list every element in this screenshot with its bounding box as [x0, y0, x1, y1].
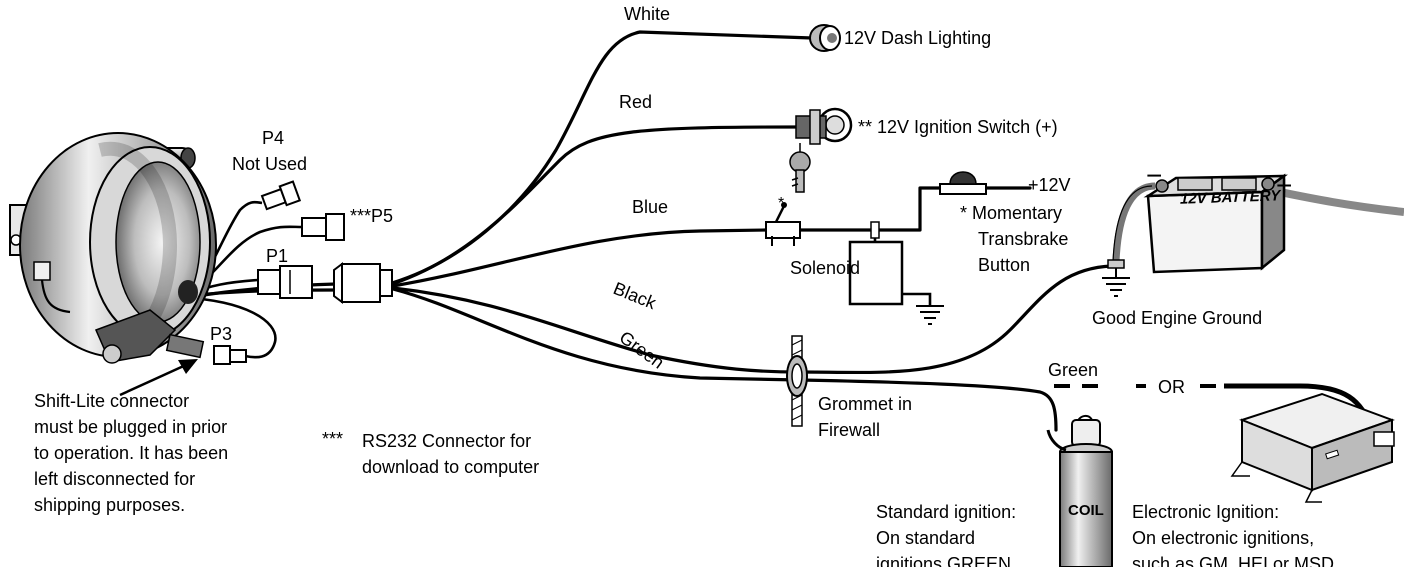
svg-text:download to computer: download to computer	[362, 457, 539, 477]
shift-lite-cable	[33, 261, 51, 281]
ignition-switch-label: ** 12V Ignition Switch (+)	[858, 117, 1058, 137]
svg-text:ignitions GREEN: ignitions GREEN	[876, 554, 1011, 567]
svg-text:Electronic Ignition:: Electronic Ignition:	[1132, 502, 1279, 522]
grommet-label-1: Grommet in	[818, 394, 912, 414]
svg-text:left disconnected for: left disconnected for	[34, 469, 195, 489]
black-wire-label: Black	[611, 278, 660, 313]
p3-connector	[213, 345, 247, 365]
or-label: OR	[1158, 377, 1185, 397]
black-wire	[391, 264, 1114, 375]
battery-minus-label: −	[1146, 160, 1162, 191]
ignition-coil	[1046, 414, 1113, 567]
solenoid-label: Solenoid	[790, 258, 860, 278]
green-wire-label: Green	[616, 327, 668, 373]
switch-star-label: *	[778, 195, 784, 212]
battery-label: 12V BATTERY	[1180, 187, 1282, 208]
plus-12v-label: +12V	[1028, 175, 1071, 195]
momentary-label-3: Button	[978, 255, 1030, 275]
electronic-ignition-note: Electronic Ignition: On electronic ignit…	[1132, 502, 1339, 567]
p5-connector	[301, 213, 345, 241]
battery	[1143, 173, 1288, 274]
blue-wire-label: Blue	[632, 197, 668, 217]
firewall-grommet	[786, 335, 808, 427]
ignition-switch	[789, 107, 853, 193]
standard-ignition-note: Standard ignition: On standard ignitions…	[876, 502, 1016, 567]
shift-lite-lead	[40, 279, 71, 314]
momentary-button	[939, 171, 987, 195]
solenoid-box	[848, 221, 904, 306]
p3-label: P3	[210, 324, 232, 344]
svg-text:to operation. It has been: to operation. It has been	[34, 443, 228, 463]
green-coil-label: Green	[1048, 360, 1098, 380]
red-wire-label: Red	[619, 92, 652, 112]
shift-lite-arrow	[119, 359, 198, 397]
p5-label: ***P5	[350, 206, 393, 226]
harness-connector	[333, 262, 393, 304]
momentary-label-1: * Momentary	[960, 203, 1062, 223]
electronic-ignition-box	[1230, 392, 1395, 503]
labels: White Red Blue Black Green 12V Dash Ligh…	[34, 4, 1339, 567]
battery-ground-cable-edge	[1112, 185, 1153, 263]
ignition-key	[789, 143, 811, 193]
gauge-rear-plug	[178, 280, 198, 304]
battery-ground-cable	[1112, 182, 1156, 263]
battery-plus-label: +	[1276, 170, 1292, 201]
p4-label-2: Not Used	[232, 154, 307, 174]
svg-text:Standard ignition:: Standard ignition:	[876, 502, 1016, 522]
tachometer-gauge	[9, 132, 217, 364]
dash-light-bulb	[809, 24, 841, 52]
p4-label-1: P4	[262, 128, 284, 148]
grommet-label-2: Firewall	[818, 420, 880, 440]
engine-ground-label: Good Engine Ground	[1092, 308, 1262, 328]
white-wire-label: White	[624, 4, 670, 24]
p1-label: P1	[266, 246, 288, 266]
svg-text:RS232 Connector for: RS232 Connector for	[362, 431, 531, 451]
blue-wire	[391, 228, 768, 288]
transbrake-switch	[765, 202, 801, 246]
svg-text:***: ***	[322, 429, 343, 449]
svg-text:On electronic ignitions,: On electronic ignitions,	[1132, 528, 1314, 548]
coil-label: COIL	[1068, 502, 1104, 519]
shift-lite-note: Shift-Lite connector must be plugged in …	[34, 391, 228, 515]
svg-text:shipping purposes.: shipping purposes.	[34, 495, 185, 515]
engine-ground-symbol	[1102, 259, 1130, 297]
green-wire	[391, 287, 1058, 432]
svg-text:such as GM, HEI or MSD,: such as GM, HEI or MSD,	[1132, 554, 1339, 567]
svg-text:must be plugged in prior: must be plugged in prior	[34, 417, 227, 437]
svg-text:Shift-Lite connector: Shift-Lite connector	[34, 391, 189, 411]
dash-lighting-label: 12V Dash Lighting	[844, 28, 991, 48]
svg-text:On standard: On standard	[876, 528, 975, 548]
white-wire	[390, 30, 814, 285]
shift-lite-plug	[165, 333, 205, 359]
momentary-label-2: Transbrake	[978, 229, 1068, 249]
switch-to-solenoid-wire	[798, 186, 947, 232]
rs232-note: *** RS232 Connector for download to comp…	[322, 429, 539, 477]
p4-connector	[260, 180, 302, 211]
p3-wire	[185, 296, 277, 359]
mount-bolt	[102, 344, 122, 364]
p1-connector	[257, 265, 313, 299]
solenoid-ground-wire	[902, 292, 932, 305]
connectors	[213, 180, 393, 365]
solenoid-ground-symbol	[916, 305, 944, 325]
red-wire	[390, 125, 800, 286]
